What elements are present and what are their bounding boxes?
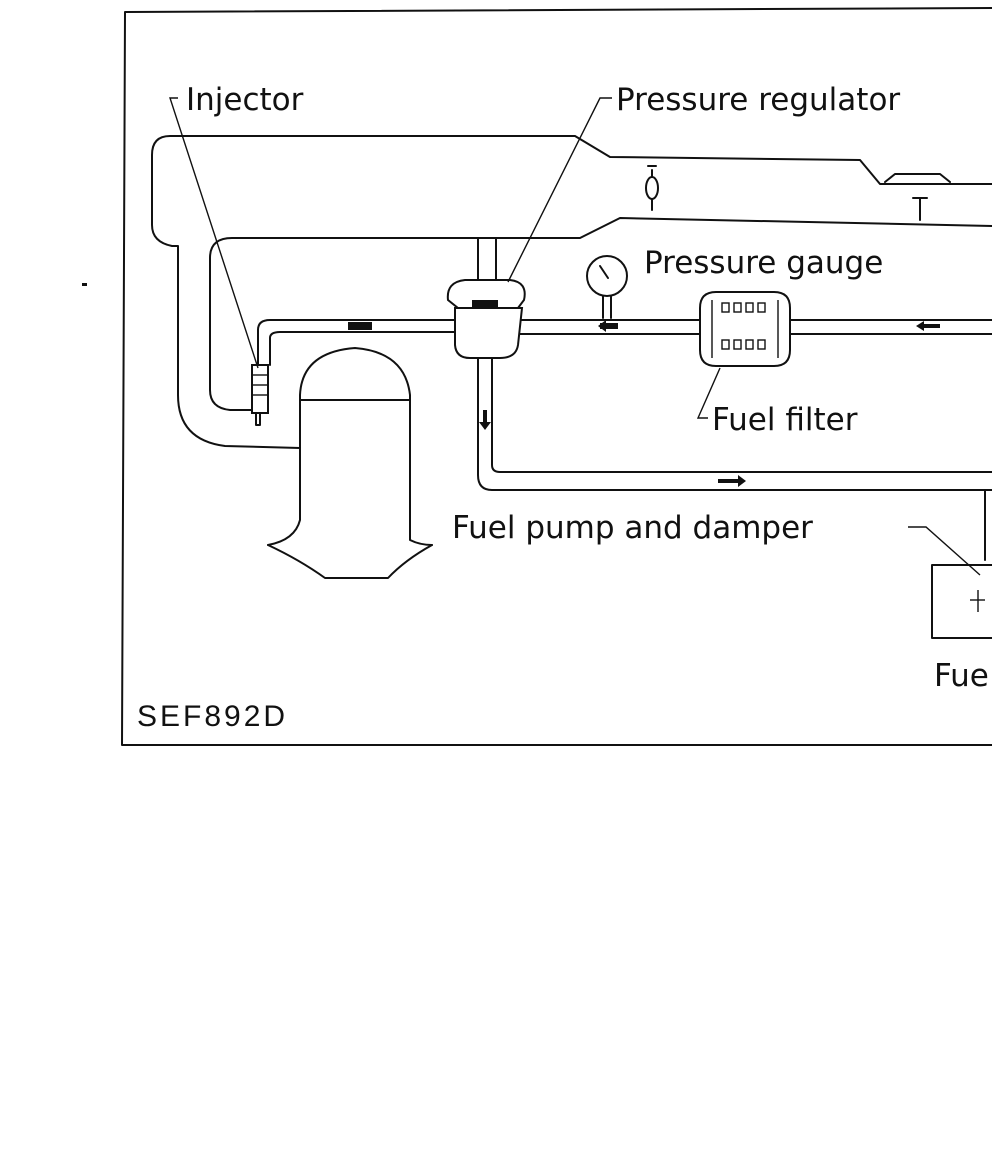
fuel-return-line [477,339,992,491]
intake-manifold [267,347,433,579]
label-pressure-gauge: Pressure gauge [644,245,883,281]
flow-arrow-left-1 [348,322,372,330]
label-pressure-regulator: Pressure regulator [616,82,900,118]
leader-fuel-pump [908,526,981,576]
leader-lines [169,97,981,576]
figure-frame [121,7,992,746]
flow-arrow-down [479,410,491,430]
fuel-filter [699,291,791,367]
leader-fuel-filter [696,367,721,419]
flow-arrow-left-3 [916,321,940,331]
throttle-valve [645,165,659,211]
label-injector: Injector [186,82,304,118]
intake-air-duct [151,135,992,449]
flow-arrow-left-2 [598,320,618,332]
injector [251,364,269,426]
figure-code: SEF892D [137,700,288,733]
leader-pressure-regulator [507,97,612,283]
filter-element-marks [721,302,766,350]
stray-mark [82,283,87,286]
fuel-tank [931,489,992,639]
label-fuel-pump-and-damper: Fuel pump and damper [452,510,813,546]
leader-injector [169,97,259,369]
pressure-gauge [586,255,628,319]
label-fuel-tank: Fue [934,658,989,694]
air-flow-meter [884,173,951,221]
fuel-supply-line [257,319,992,366]
flow-arrow-right [718,475,746,487]
label-fuel-filter: Fuel filter [712,402,858,438]
pressure-regulator [446,237,526,359]
